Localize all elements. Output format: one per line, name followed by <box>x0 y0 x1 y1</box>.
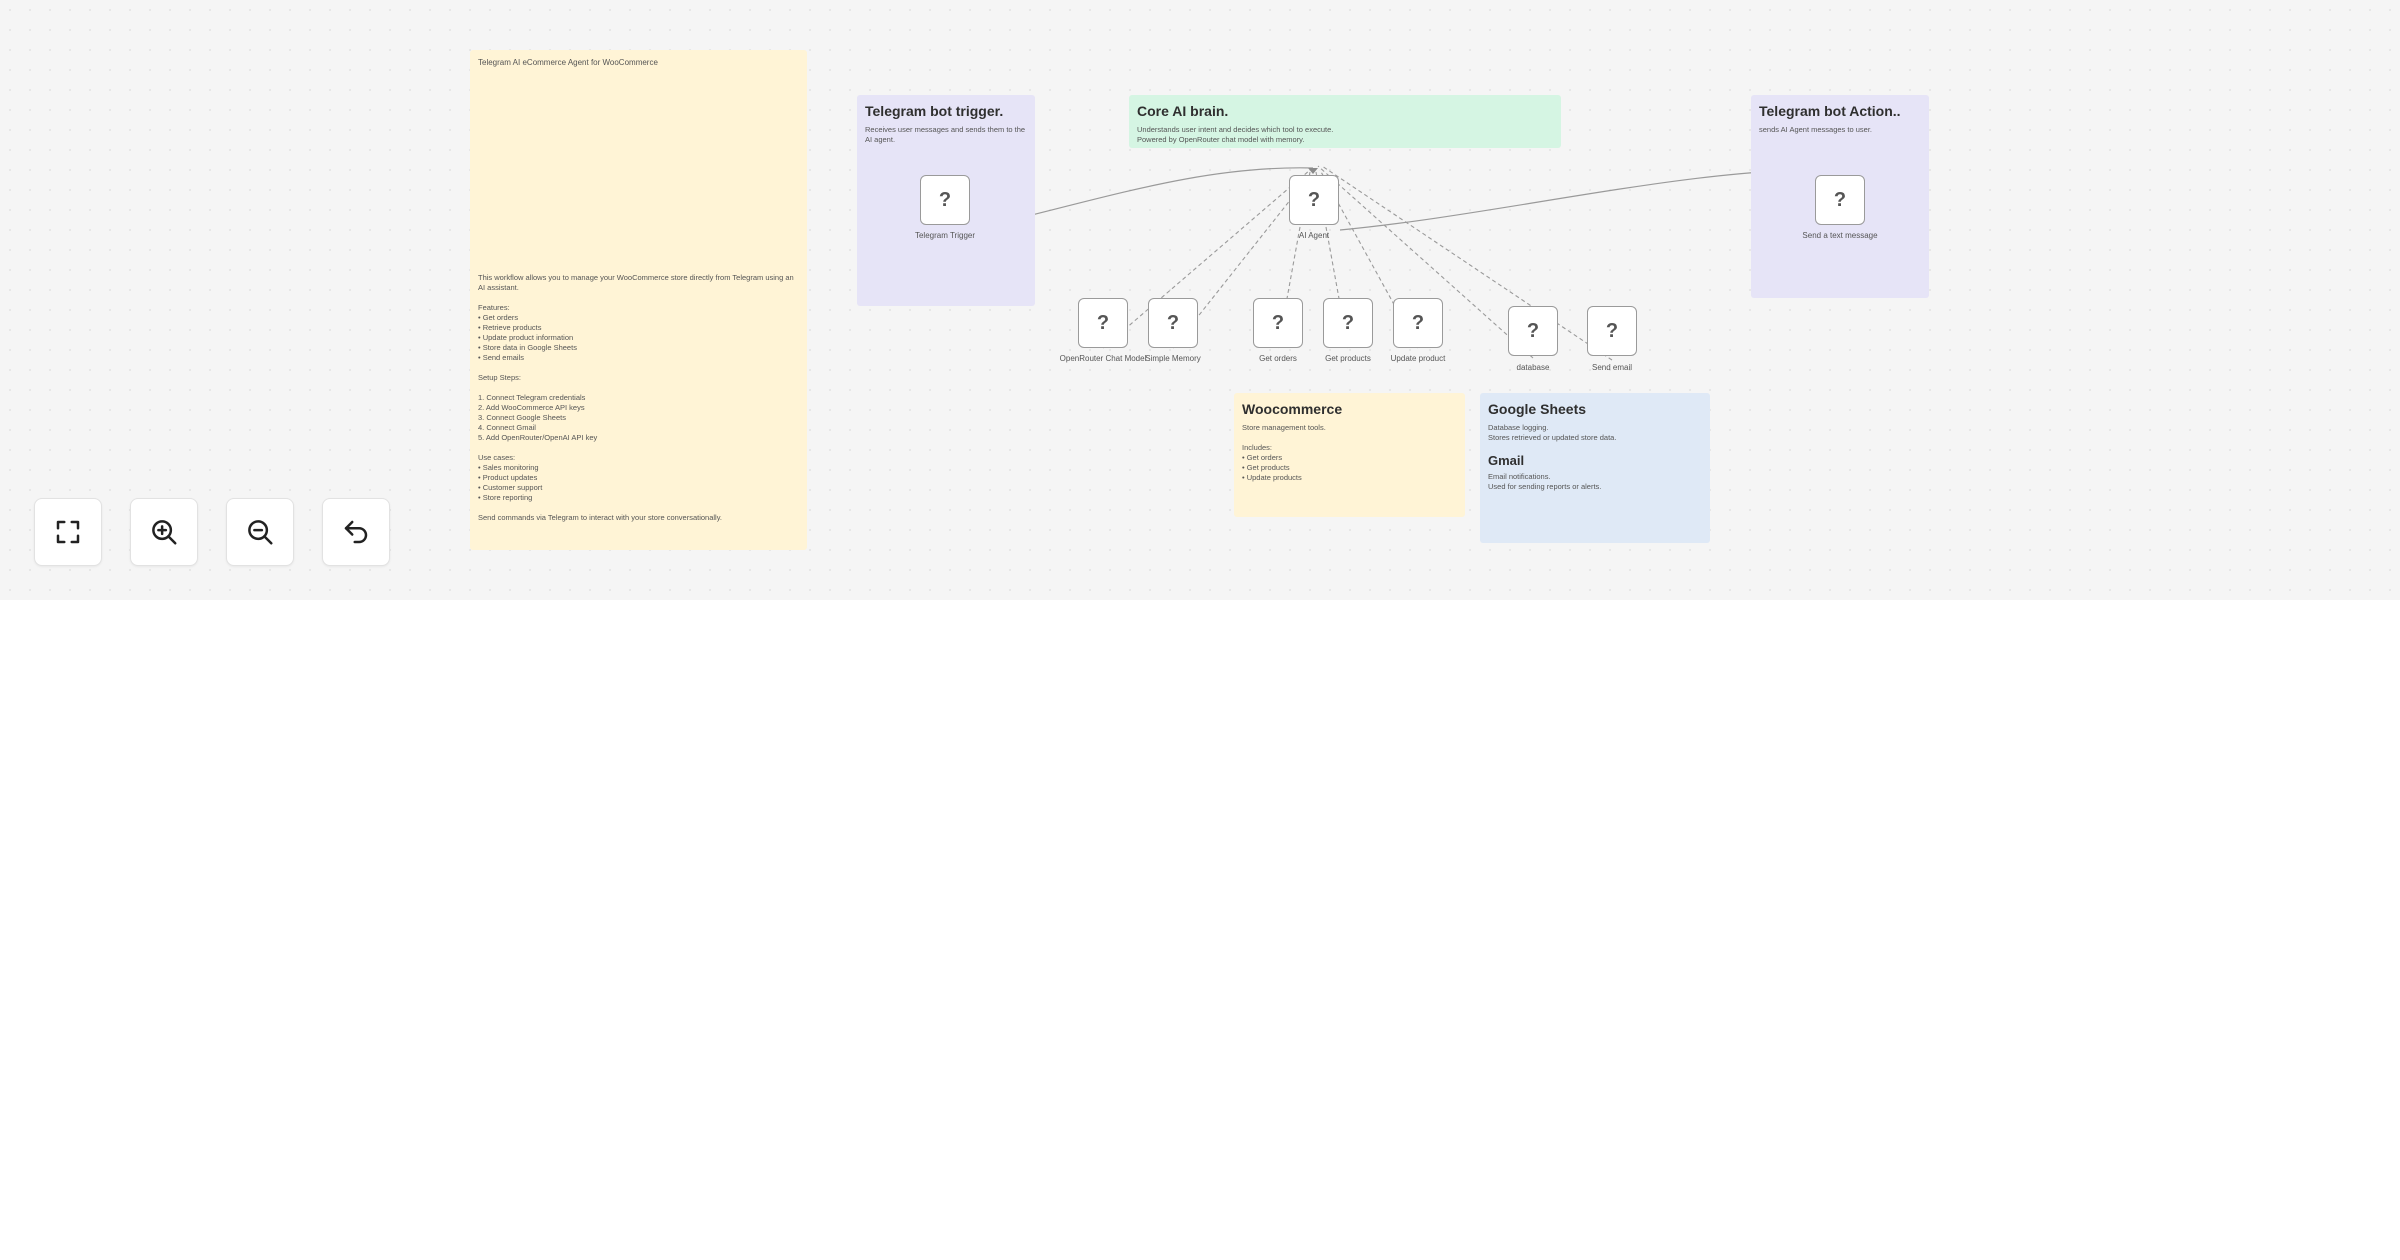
node-label-telegram-trigger: Telegram Trigger <box>914 231 976 240</box>
arrow-agent-input <box>1308 168 1318 174</box>
brain-note-title: Core AI brain. <box>1137 103 1229 119</box>
action-note-title: Telegram bot Action.. <box>1759 103 1901 119</box>
zoom-in-icon <box>152 520 177 545</box>
undo-icon <box>344 520 368 544</box>
unknown-node-icon: ? <box>1526 319 1540 342</box>
unknown-node-icon: ? <box>1096 311 1110 334</box>
zoom-out-button[interactable] <box>226 498 294 566</box>
unknown-node-icon: ? <box>938 188 952 211</box>
gmail-note-body: Email notifications. Used for sending re… <box>1488 472 1602 491</box>
unknown-node-icon: ? <box>1307 188 1321 211</box>
node-label-get-products: Get products <box>1325 354 1371 363</box>
node-ai-agent[interactable]: ? <box>1289 175 1339 225</box>
sticky-note-sheets-gmail[interactable]: Google Sheets Database logging. Stores r… <box>1480 393 1710 543</box>
sticky-note-woocommerce[interactable]: Woocommerce Store management tools. Incl… <box>1234 393 1465 517</box>
sheets-note-title: Google Sheets <box>1488 401 1587 417</box>
node-simple-memory[interactable]: ? <box>1148 298 1198 348</box>
node-label-send-text-message: Send a text message <box>1802 231 1878 240</box>
node-get-products[interactable]: ? <box>1323 298 1373 348</box>
node-label-ai-agent: AI Agent <box>1298 231 1330 240</box>
trigger-note-body: Receives user messages and sends them to… <box>865 125 1026 144</box>
zoom-out-icon <box>248 520 273 545</box>
node-label-openrouter-chat-model: OpenRouter Chat Model <box>1059 354 1147 363</box>
intro-note-body: This workflow allows you to manage your … <box>478 273 794 522</box>
sticky-note-intro[interactable]: Telegram AI eCommerce Agent for WooComme… <box>470 50 807 550</box>
node-label-get-orders: Get orders <box>1259 354 1297 363</box>
node-send-email[interactable]: ? <box>1587 306 1637 356</box>
node-database[interactable]: ? <box>1508 306 1558 356</box>
gmail-note-title: Gmail <box>1488 453 1525 468</box>
node-update-product[interactable]: ? <box>1393 298 1443 348</box>
trigger-note-title: Telegram bot trigger. <box>865 103 1004 119</box>
node-label-simple-memory: Simple Memory <box>1145 354 1201 363</box>
node-telegram-trigger[interactable]: ? <box>920 175 970 225</box>
sticky-note-trigger[interactable]: Telegram bot trigger. Receives user mess… <box>857 95 1035 306</box>
unknown-node-icon: ? <box>1605 319 1619 342</box>
node-label-send-email: Send email <box>1591 363 1633 372</box>
unknown-node-icon: ? <box>1271 311 1285 334</box>
zoom-in-button[interactable] <box>130 498 198 566</box>
fullscreen-icon <box>56 520 80 544</box>
sheets-note-body: Database logging. Stores retrieved or up… <box>1488 423 1617 442</box>
unknown-node-icon: ? <box>1341 311 1355 334</box>
brain-note-body: Understands user intent and decides whic… <box>1137 125 1334 144</box>
sticky-note-action[interactable]: Telegram bot Action.. sends AI Agent mes… <box>1751 95 1929 298</box>
intro-note-title: Telegram AI eCommerce Agent for WooComme… <box>478 58 658 67</box>
unknown-node-icon: ? <box>1833 188 1847 211</box>
woo-note-body: Store management tools. Includes: • Get … <box>1242 423 1326 482</box>
sticky-note-brain[interactable]: Core AI brain. Understands user intent a… <box>1129 95 1561 148</box>
woo-note-title: Woocommerce <box>1242 401 1343 417</box>
node-label-database: database <box>1516 363 1550 372</box>
fit-view-button[interactable] <box>34 498 102 566</box>
action-note-body: sends AI Agent messages to user. <box>1759 125 1872 134</box>
undo-button[interactable] <box>322 498 390 566</box>
node-openrouter-chat-model[interactable]: ? <box>1078 298 1128 348</box>
workflow-canvas[interactable]: Telegram AI eCommerce Agent for WooComme… <box>0 0 2400 600</box>
unknown-node-icon: ? <box>1411 311 1425 334</box>
node-send-text-message[interactable]: ? <box>1815 175 1865 225</box>
unknown-node-icon: ? <box>1166 311 1180 334</box>
node-label-update-product: Update product <box>1390 354 1446 363</box>
node-get-orders[interactable]: ? <box>1253 298 1303 348</box>
